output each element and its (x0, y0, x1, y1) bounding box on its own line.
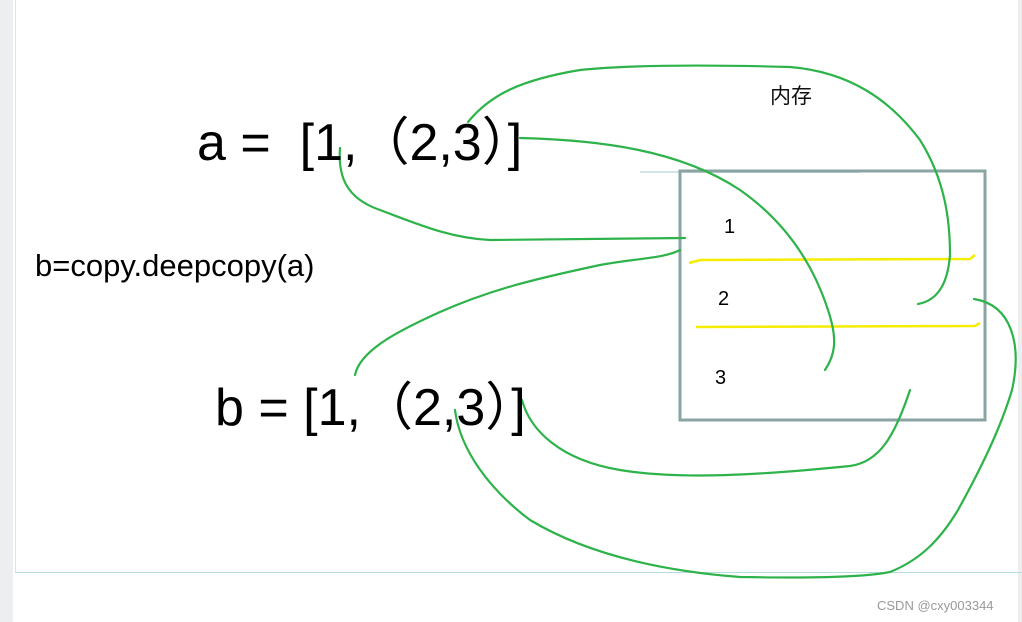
divider-line-2 (695, 321, 981, 329)
expression-a: a = [1,（2,3）] (197, 114, 523, 172)
memory-item-3: 3 (715, 367, 727, 389)
arrow-a-tuple-to-2 (466, 64, 952, 306)
arrow-b3-to-3 (520, 388, 912, 477)
memory-item-2: 2 (718, 288, 730, 310)
memory-box (678, 169, 987, 422)
watermark: CSDN @cxy003344 (877, 598, 994, 613)
right-scroll-gutter (1018, 0, 1022, 622)
drawing-canvas (15, 0, 1022, 573)
arrow-b2-to-2 (453, 297, 1017, 579)
memory-item-1: 1 (724, 216, 736, 238)
arrow-a1-to-1 (338, 146, 687, 242)
deepcopy-code: b=copy.deepcopy(a) (35, 248, 315, 283)
left-scroll-gutter (0, 0, 13, 622)
divider-line-1 (688, 254, 976, 265)
arrow-b1-to-1 (353, 248, 682, 377)
expression-b: b = [1,（2,3）] (215, 379, 526, 437)
arrow-a3-to-3 (518, 136, 836, 372)
memory-label: 内存 (770, 84, 812, 108)
